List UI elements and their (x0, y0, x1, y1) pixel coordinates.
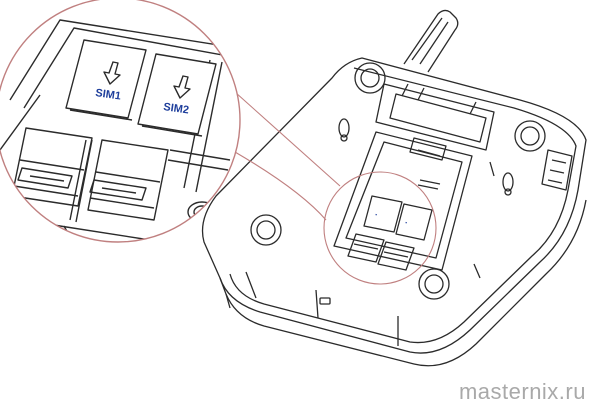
sim1-label: SIM1 (95, 87, 122, 102)
watermark: masternix.ru (458, 379, 586, 404)
svg-text:▪: ▪ (375, 212, 378, 218)
zoom-connector (234, 151, 327, 221)
svg-text:▪: ▪ (405, 220, 408, 226)
zoom-source-circle (323, 171, 437, 285)
device-slot-labels: ▪ ▪ (375, 212, 408, 226)
zoom-detail: SIM1 SIM2 (0, 0, 241, 243)
sim2-label: SIM2 (163, 101, 190, 116)
zoom-circle (0, 0, 241, 243)
device-body (201, 9, 587, 367)
